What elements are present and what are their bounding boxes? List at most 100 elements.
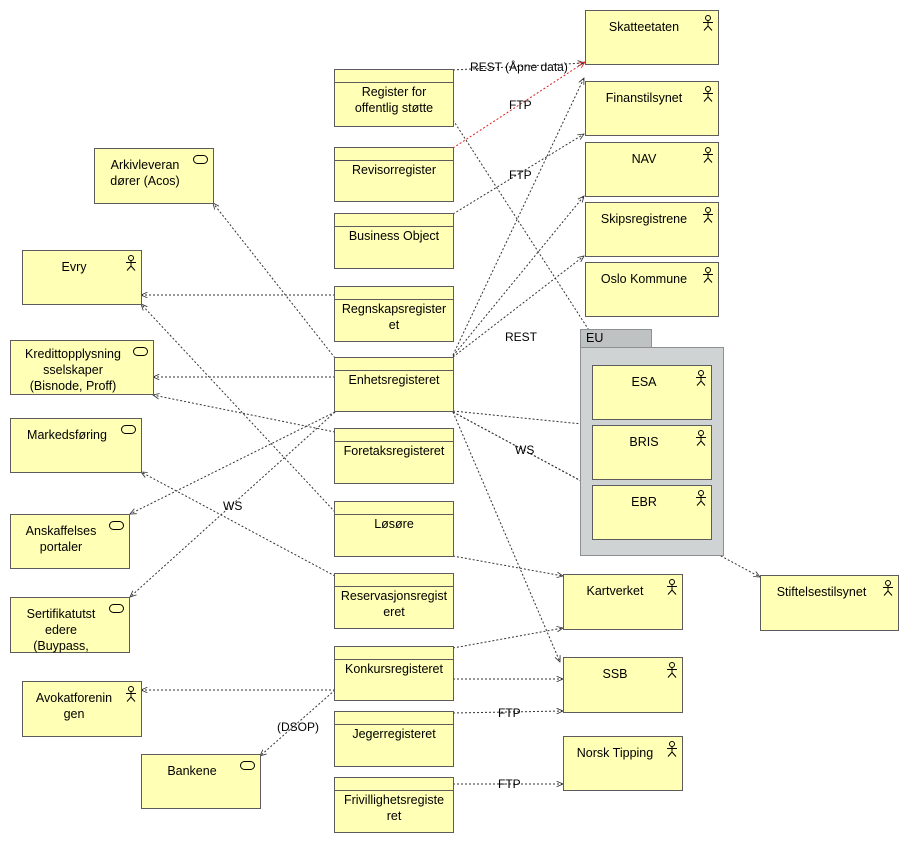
- app-label: Enhetsregisteret: [348, 373, 440, 387]
- app-label: Foretaksregisteret: [343, 444, 445, 458]
- edge-enhet-arkiv: [213, 203, 336, 359]
- edge-label-ws-left: WS: [223, 499, 243, 513]
- component-bar: [335, 514, 453, 515]
- service-icon: [133, 347, 148, 356]
- edge-register-esa: [452, 119, 594, 338]
- component-bar: [335, 724, 453, 725]
- actor-icon: [703, 86, 713, 102]
- actor-label: EBR: [631, 495, 657, 509]
- actor-skatteetaten[interactable]: Skatteetaten: [585, 10, 719, 65]
- actor-label: Kartverket: [586, 584, 644, 598]
- app-reservasjonsregisteret[interactable]: Reservasjonsregist eret: [334, 573, 454, 629]
- app-label: Frivillighetsregiste ret: [343, 793, 445, 823]
- actor-icon: [126, 686, 136, 702]
- app-foretaksregisteret[interactable]: Foretaksregisteret: [334, 428, 454, 484]
- actor-ebr[interactable]: EBR: [592, 485, 712, 540]
- actor-icon: [703, 207, 713, 223]
- app-label: Regnskapsregister et: [341, 302, 447, 332]
- service-icon: [121, 425, 136, 434]
- component-bar: [335, 586, 453, 587]
- service-label: Markedsføring: [27, 428, 107, 442]
- actor-label: Finanstilsynet: [605, 91, 683, 105]
- edge-label-dsop: (DSOP): [277, 720, 319, 734]
- actor-icon: [703, 147, 713, 163]
- actor-evry[interactable]: Evry: [22, 250, 142, 305]
- service-icon: [193, 155, 208, 164]
- actor-icon: [696, 490, 706, 506]
- service-arkivleverandorer[interactable]: Arkivleveran dører (Acos): [94, 148, 214, 204]
- component-bar: [335, 226, 453, 227]
- edge-label-rest-enhet: REST: [505, 330, 538, 344]
- edge-enhet-skatteetaten: [452, 78, 585, 356]
- component-bar: [335, 299, 453, 300]
- actor-label: Norsk Tipping: [576, 746, 654, 760]
- edge-foretak-kreditt: [153, 395, 336, 433]
- actor-ssb[interactable]: SSB: [563, 657, 683, 713]
- app-enhetsregisteret[interactable]: Enhetsregisteret: [334, 357, 454, 412]
- app-label: Løsøre: [374, 517, 414, 531]
- actor-icon: [667, 579, 677, 595]
- service-markedsforing[interactable]: Markedsføring: [10, 418, 142, 473]
- edge-losore-kartverket: [452, 555, 563, 576]
- actor-icon: [696, 430, 706, 446]
- app-konkursregisteret[interactable]: Konkursregisteret: [334, 646, 454, 701]
- actor-nav[interactable]: NAV: [585, 142, 719, 197]
- eu-group-tab: EU: [580, 329, 652, 348]
- app-regnskapsregisteret[interactable]: Regnskapsregister et: [334, 286, 454, 342]
- actor-icon: [703, 267, 713, 283]
- actor-bris[interactable]: BRIS: [592, 425, 712, 480]
- service-kredittopplysning[interactable]: Kredittopplysning sselskaper (Bisnode, P…: [10, 340, 154, 395]
- app-jegerregisteret[interactable]: Jegerregisteret: [334, 711, 454, 767]
- app-label: Revisorregister: [351, 163, 437, 177]
- edge-business-finanstilsynet: [452, 134, 584, 215]
- app-label: Reservasjonsregist eret: [340, 589, 448, 619]
- service-sertifikatutstedere[interactable]: Sertifikatutst edere (Buypass,: [10, 597, 130, 653]
- actor-oslo-kommune[interactable]: Oslo Kommune: [585, 262, 719, 317]
- actor-esa[interactable]: ESA: [592, 365, 712, 420]
- actor-skipsregistrene[interactable]: Skipsregistrene: [585, 202, 719, 257]
- app-revisorregister[interactable]: Revisorregister: [334, 147, 454, 202]
- eu-group-label: EU: [586, 331, 604, 345]
- service-anskaffelsesportaler[interactable]: Anskaffelses portaler: [10, 514, 130, 569]
- edge-losore-evry: [141, 304, 336, 513]
- actor-finanstilsynet[interactable]: Finanstilsynet: [585, 81, 719, 136]
- actor-label: SSB: [602, 667, 628, 681]
- actor-icon: [126, 255, 136, 271]
- app-business-object[interactable]: Business Object: [334, 213, 454, 269]
- actor-label: Skatteetaten: [608, 20, 680, 34]
- actor-norsk-tipping[interactable]: Norsk Tipping: [563, 736, 683, 791]
- actor-label: Stiftelsestilsynet: [776, 585, 867, 599]
- edge-register-skatteetaten: [452, 63, 584, 71]
- edge-label-ftp-frivillighet: FTP: [498, 777, 521, 791]
- service-label: Arkivleveran dører (Acos): [110, 158, 180, 188]
- component-bar: [335, 82, 453, 83]
- app-losore[interactable]: Løsøre: [334, 501, 454, 557]
- actor-label: Evry: [61, 260, 87, 274]
- actor-icon: [703, 15, 713, 31]
- component-bar: [335, 659, 453, 660]
- service-label: Bankene: [167, 764, 217, 778]
- actor-avokatforeningen[interactable]: Avokatforenin gen: [22, 681, 142, 737]
- app-register-offentlig-stotte[interactable]: Register for offentlig støtte: [334, 69, 454, 127]
- edge-label-ftp-revisor: FTP: [509, 98, 532, 112]
- component-bar: [335, 370, 453, 371]
- service-icon: [240, 761, 255, 770]
- service-icon: [109, 521, 124, 530]
- actor-stiftelsestilsynet[interactable]: Stiftelsestilsynet: [760, 575, 899, 631]
- edge-label-ftp-business: FTP: [509, 168, 532, 182]
- app-label: Register for offentlig støtte: [354, 85, 434, 115]
- edge-enhet-ssb: [452, 411, 560, 662]
- edge-enhet-nav: [452, 196, 584, 357]
- service-icon: [109, 604, 124, 613]
- actor-label: NAV: [631, 152, 657, 166]
- actor-kartverket[interactable]: Kartverket: [563, 574, 683, 630]
- app-label: Jegerregisteret: [352, 727, 436, 741]
- app-frivillighetsregisteret[interactable]: Frivillighetsregiste ret: [334, 777, 454, 833]
- service-bankene[interactable]: Bankene: [141, 754, 261, 809]
- actor-label: BRIS: [629, 435, 659, 449]
- actor-icon: [667, 741, 677, 757]
- app-label: Business Object: [348, 229, 440, 243]
- component-bar: [335, 441, 453, 442]
